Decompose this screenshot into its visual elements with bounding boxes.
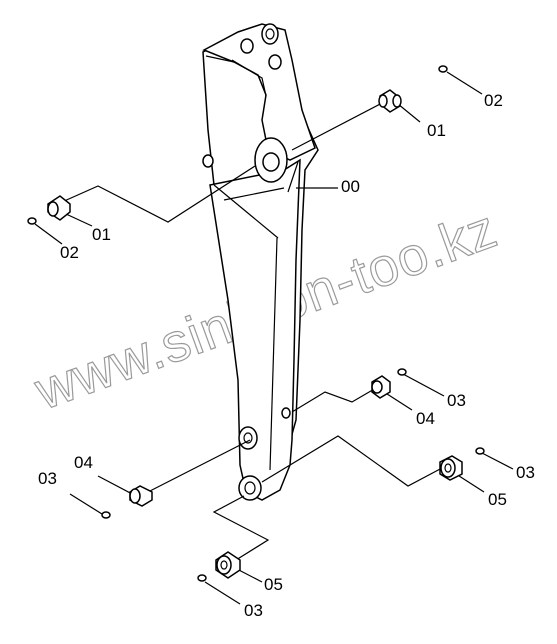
arm	[202, 23, 319, 501]
label-pin-bottom: 03	[244, 601, 263, 620]
label-arm: 00	[341, 177, 360, 196]
pin-low-right	[475, 447, 485, 455]
label-pin-top-right: 02	[484, 91, 503, 110]
label-pin-mid-right: 03	[447, 391, 466, 410]
pin-lower-left	[101, 511, 111, 519]
leader-lines	[34, 71, 514, 605]
bushing-low-right	[439, 455, 463, 481]
pin-mid-right	[397, 368, 407, 376]
label-pin-lower-left: 03	[38, 469, 57, 488]
label-bushing-top-right: 01	[427, 121, 446, 140]
label-bushing-mid-right: 04	[416, 409, 435, 428]
label-bushing-left: 01	[92, 225, 111, 244]
bushing-lower-left	[129, 485, 153, 507]
bushing-mid-right	[371, 375, 391, 399]
label-pin-low-right: 03	[516, 463, 535, 482]
bushing-top-right	[378, 89, 402, 113]
label-pin-left: 02	[60, 243, 79, 262]
bushing-bottom	[215, 551, 241, 579]
pin-bottom	[197, 574, 207, 582]
pin-top-right	[438, 65, 448, 73]
pin-left	[27, 217, 37, 225]
label-bushing-lower-left: 04	[74, 453, 93, 472]
bushing-left	[47, 195, 71, 221]
label-bushing-bottom: 05	[264, 575, 283, 594]
label-bushing-low-right: 05	[488, 490, 507, 509]
